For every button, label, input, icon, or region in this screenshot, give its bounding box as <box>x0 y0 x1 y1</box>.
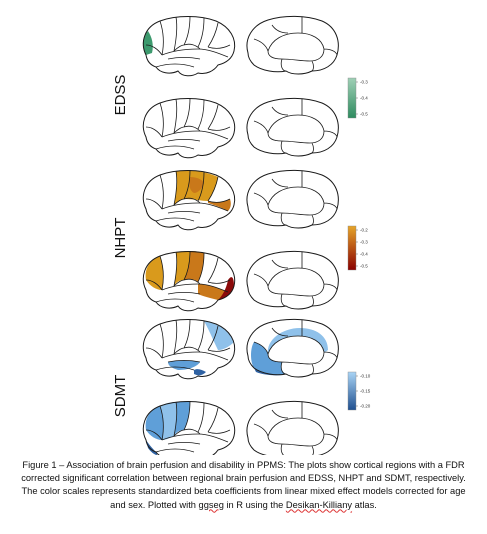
brain-medial-view <box>246 250 339 310</box>
colorbar-nhpt: -0.2 -0.3 -0.4 -0.5 <box>347 225 368 271</box>
significant-region <box>208 199 231 211</box>
significant-region <box>267 328 328 354</box>
caption-ggseg: ggseg <box>198 499 224 510</box>
brain-medial-view <box>246 169 339 229</box>
colorbar-tick-label: -0.2 <box>360 228 368 233</box>
row-label-nhpt: NHPT <box>112 218 129 259</box>
brain-medial-view <box>246 318 339 378</box>
significant-region <box>160 402 177 440</box>
significant-region <box>142 31 153 55</box>
significant-region <box>174 401 190 436</box>
significant-region <box>198 284 228 300</box>
figure-caption: Figure 1 – Association of brain perfusio… <box>14 459 473 512</box>
colorbar-tick-label: -0.20 <box>360 404 371 409</box>
caption-text-3: atlas. <box>352 499 377 510</box>
colorbar-tick-label: -0.5 <box>360 112 368 117</box>
significant-region <box>184 251 204 282</box>
brain-lateral-view <box>142 250 236 312</box>
brain-lateral-view <box>142 400 236 455</box>
significant-region <box>168 360 200 370</box>
significant-region <box>194 369 206 376</box>
caption-text-1: Figure 1 – Association of brain perfusio… <box>21 460 466 510</box>
brain-lateral-view <box>142 169 236 231</box>
significant-region <box>146 440 158 455</box>
significant-region <box>174 251 190 286</box>
colorbar-tick-label: -0.4 <box>360 96 368 101</box>
colorbar-tick-label: -0.10 <box>360 374 371 379</box>
colorbar-tick-label: -0.3 <box>360 80 368 85</box>
brain-medial-view <box>246 15 339 75</box>
colorbar-tick-label: -0.5 <box>360 264 368 269</box>
significant-region <box>218 277 234 300</box>
brain-lateral-view <box>142 318 236 380</box>
significant-region <box>204 321 234 350</box>
row-label-edss: EDSS <box>112 75 129 116</box>
brain-lateral-view <box>142 15 236 77</box>
significant-region <box>145 256 164 290</box>
significant-region <box>145 406 164 440</box>
row-label-sdmt: SDMT <box>112 375 129 418</box>
brain-medial-view <box>246 97 339 157</box>
caption-atlas: Desikan-Killiany <box>285 499 353 510</box>
brain-lateral-view <box>142 97 236 159</box>
brain-medial-view <box>246 400 339 455</box>
significant-region <box>254 368 286 376</box>
colorbar-edss: -0.3 -0.4 -0.5 <box>347 77 368 119</box>
significant-region <box>160 252 177 290</box>
colorbar-tick-label: -0.4 <box>360 252 368 257</box>
significant-region <box>189 177 204 193</box>
caption-text-2: in R using the <box>223 499 286 510</box>
colorbar-sdmt: -0.10 -0.15 -0.20 <box>347 371 371 411</box>
colorbar-tick-label: -0.15 <box>360 389 371 394</box>
significant-region <box>251 342 286 375</box>
colorbar-tick-label: -0.3 <box>360 240 368 245</box>
